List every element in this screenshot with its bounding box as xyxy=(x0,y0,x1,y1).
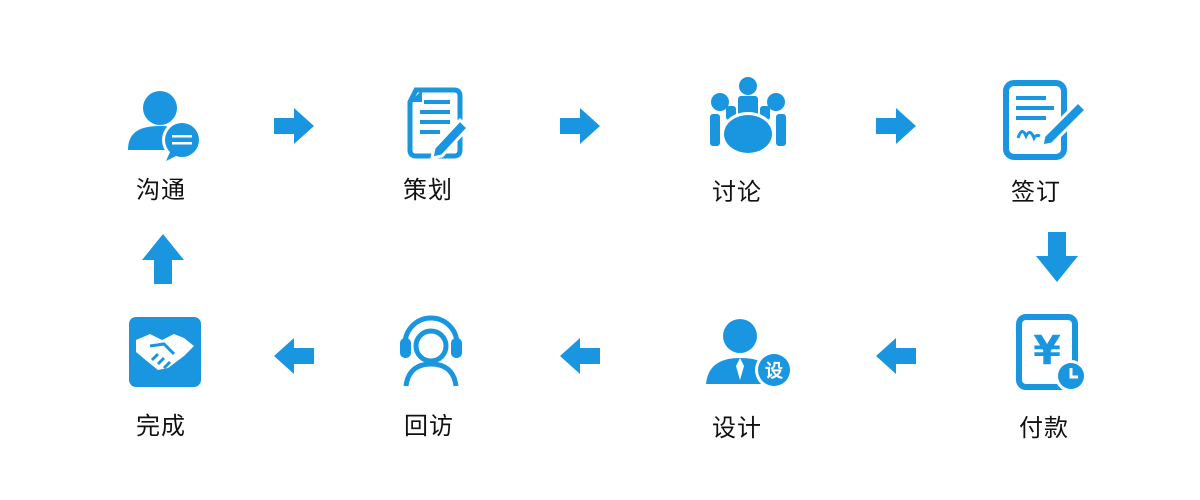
person-chat-icon xyxy=(128,91,202,161)
designer-icon: 设 xyxy=(706,319,793,389)
arrow-right-icon xyxy=(876,108,916,144)
yuan-payment-icon: ¥ xyxy=(1016,314,1087,392)
arrow-right-icon xyxy=(560,108,600,144)
step-label: 付款 xyxy=(1019,414,1069,442)
document-pen-icon xyxy=(407,87,470,160)
arrow-left-icon xyxy=(274,338,314,374)
arrow-up-icon xyxy=(142,234,184,284)
arrow-left-icon xyxy=(560,338,600,374)
designer-badge-text: 设 xyxy=(765,361,783,382)
currency-symbol: ¥ xyxy=(1033,328,1061,374)
arrow-left-icon xyxy=(876,338,916,374)
arrow-down-icon xyxy=(1036,232,1078,282)
step-label: 完成 xyxy=(136,412,186,440)
step-label: 策划 xyxy=(403,176,453,204)
meeting-table-icon xyxy=(710,77,786,156)
step-label: 设计 xyxy=(712,414,762,442)
handshake-icon xyxy=(129,317,201,387)
step-label: 沟通 xyxy=(136,176,186,204)
step-label: 回访 xyxy=(404,412,454,440)
step-label: 讨论 xyxy=(712,178,762,206)
step-label: 签订 xyxy=(1011,178,1061,206)
headset-icon xyxy=(400,315,462,387)
arrow-right-icon xyxy=(274,108,314,144)
contract-sign-icon xyxy=(1003,80,1089,160)
